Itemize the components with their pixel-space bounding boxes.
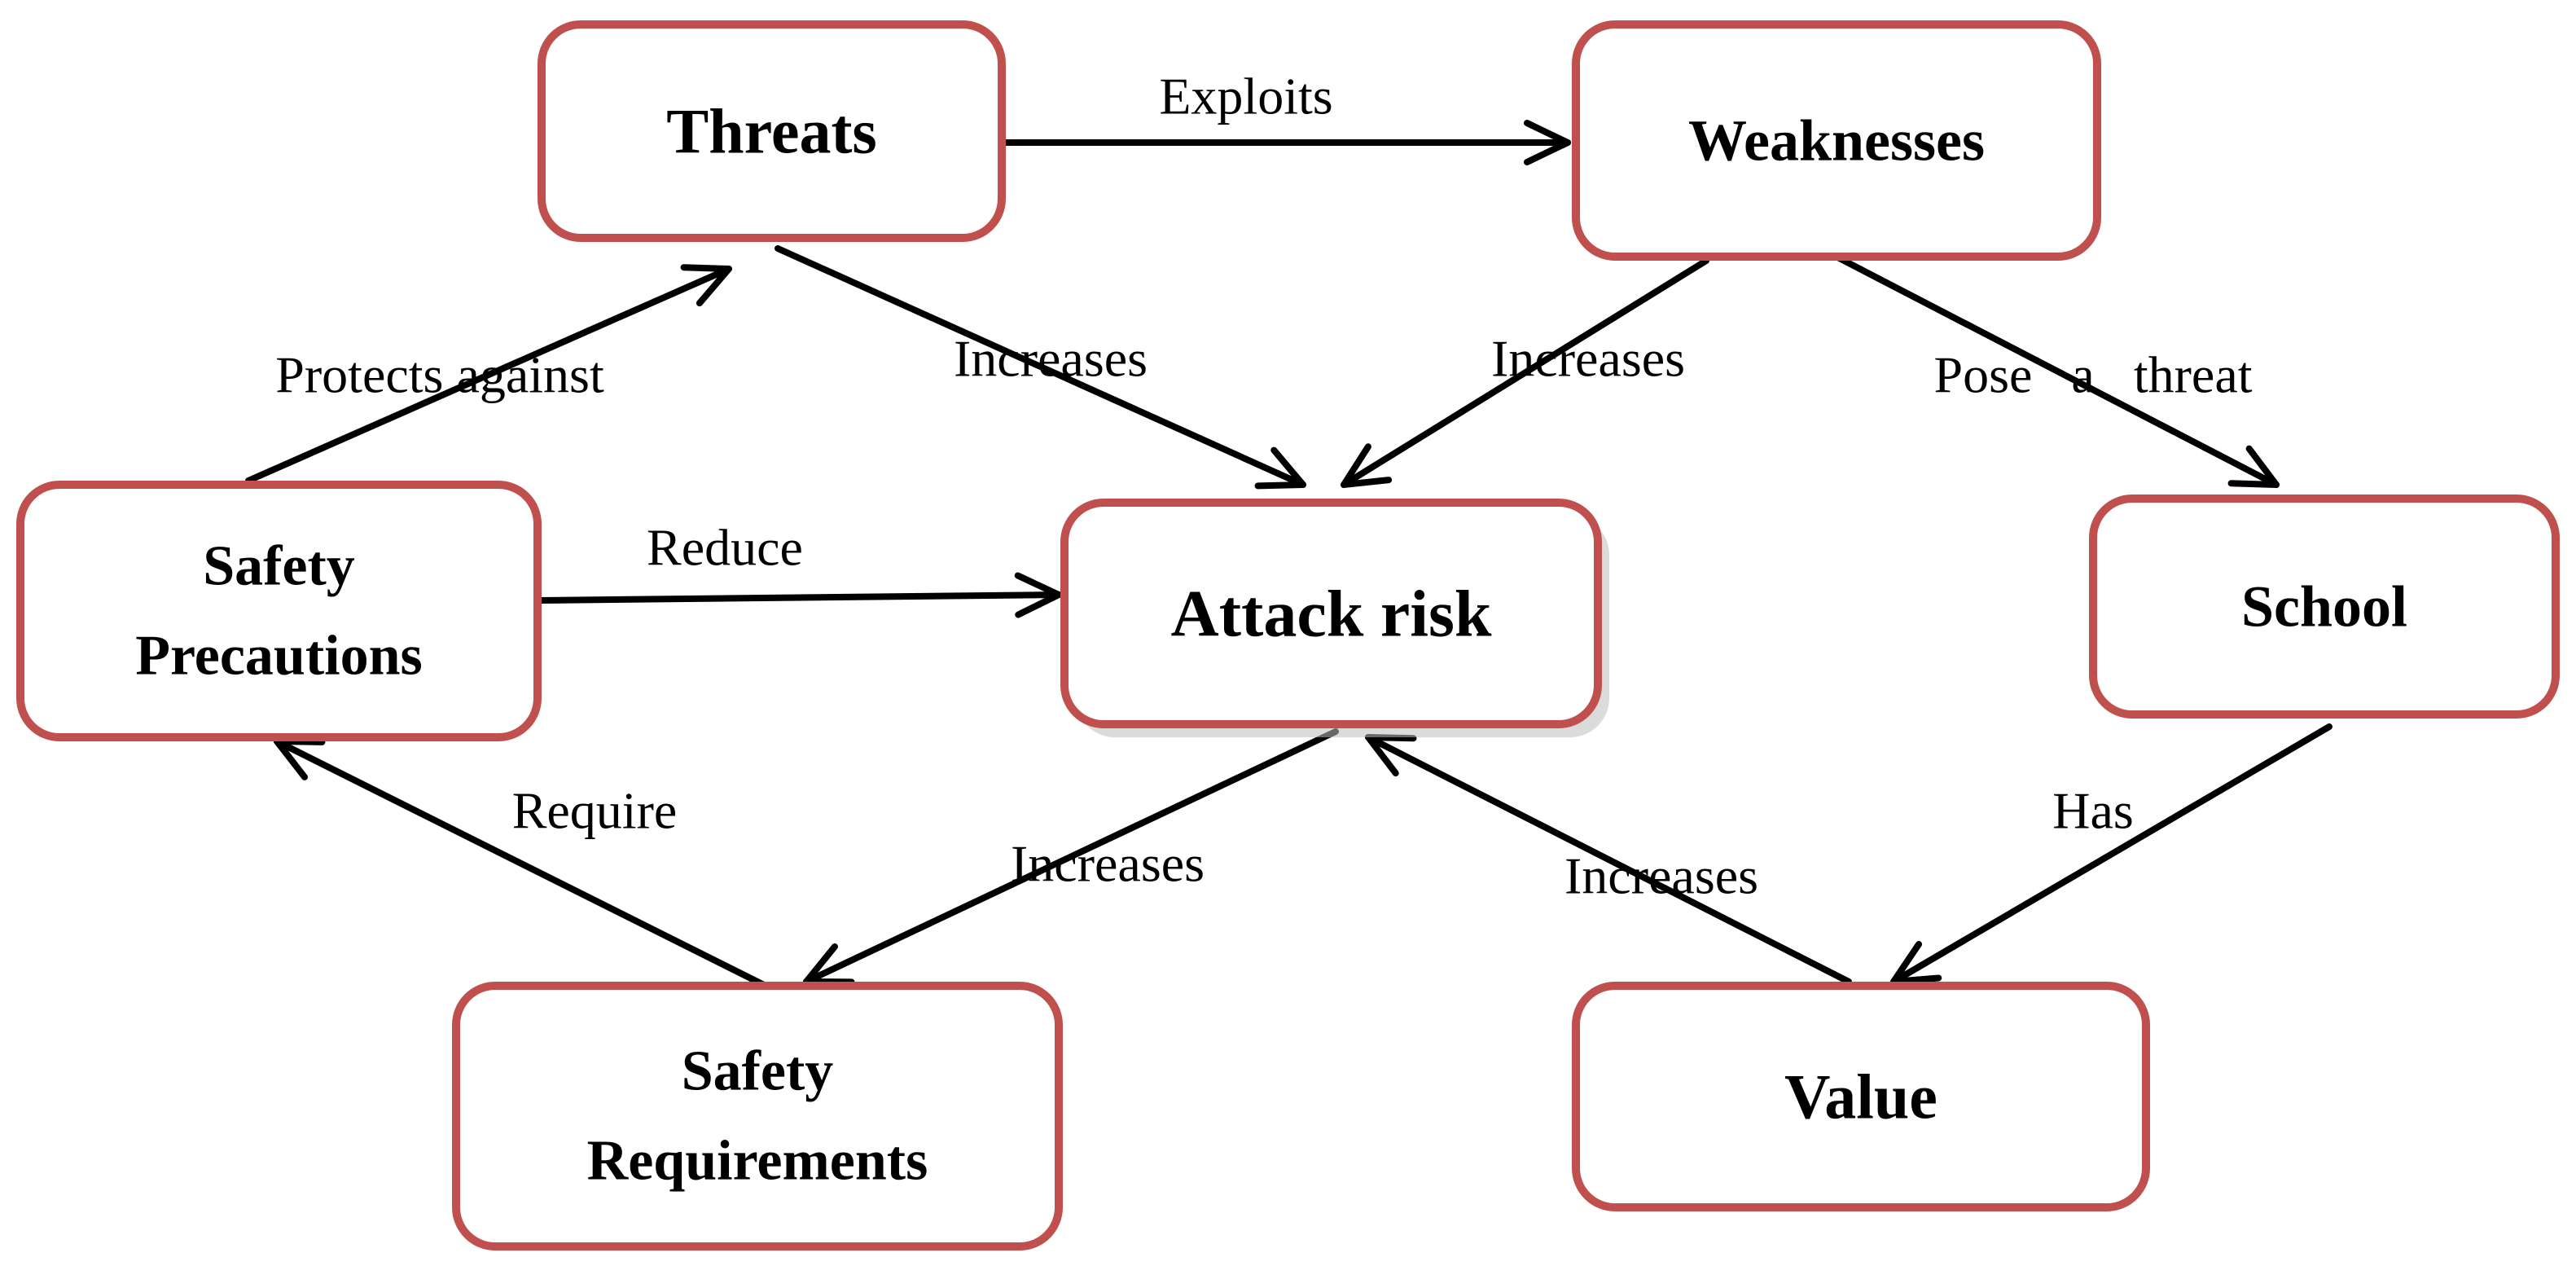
edge-pose-a-threat xyxy=(1825,249,2280,488)
edge-line-has xyxy=(1890,723,2332,985)
edge-label-has: Has xyxy=(2052,782,2134,840)
edge-reduce xyxy=(538,572,1062,618)
node-label: Requirements xyxy=(587,1130,928,1193)
node-label: Precautions xyxy=(135,625,423,688)
edge-exploits xyxy=(1000,120,1571,165)
edge-has xyxy=(1890,723,2332,985)
edge-line-reduce xyxy=(538,591,1062,604)
edge-threats-increases xyxy=(775,245,1306,490)
node-threats: Threats xyxy=(538,20,1006,242)
edge-line-require xyxy=(274,738,769,989)
node-box xyxy=(538,20,1006,242)
node-label: Weaknesses xyxy=(1688,108,1985,174)
edge-line-threats-increases xyxy=(775,245,1306,488)
edges-layer xyxy=(245,120,2332,989)
edge-label-risk-increases-requirements: Increases xyxy=(1011,835,1205,893)
node-label: Attack risk xyxy=(1170,577,1491,651)
arrowhead-icon xyxy=(680,264,732,307)
edge-label-value-increases: Increases xyxy=(1564,847,1758,905)
node-label: Threats xyxy=(666,96,877,167)
node-attack-risk: Attack risk xyxy=(1060,499,1609,737)
node-label: Value xyxy=(1784,1062,1937,1132)
node-box xyxy=(2089,495,2560,719)
node-box xyxy=(16,481,542,741)
edge-line-protects-against xyxy=(245,266,732,484)
edge-line-weaknesses-increases xyxy=(1341,257,1709,488)
edge-label-threats-increases: Increases xyxy=(954,330,1148,388)
node-weaknesses: Weaknesses xyxy=(1572,20,2101,261)
edge-label-reduce: Reduce xyxy=(647,519,803,577)
node-box xyxy=(452,982,1063,1251)
edge-require xyxy=(274,738,769,989)
node-box xyxy=(1572,982,2150,1211)
node-school: School xyxy=(2089,495,2560,719)
edge-line-value-increases xyxy=(1365,734,1852,985)
edge-label-pose-a-threat: Pose a threat xyxy=(1934,346,2253,404)
node-label: Safety xyxy=(203,535,355,598)
edge-label-weaknesses-increases: Increases xyxy=(1491,330,1685,388)
node-label: School xyxy=(2241,574,2407,640)
edge-protects-against xyxy=(245,264,732,484)
edge-line-risk-increases-requirements xyxy=(803,728,1339,985)
node-label: Safety xyxy=(682,1040,834,1103)
arrowhead-icon xyxy=(2227,445,2280,488)
arrowhead-icon xyxy=(1014,572,1062,618)
edge-label-protects-against: Protects against xyxy=(275,346,604,404)
edge-label-require: Require xyxy=(512,782,678,840)
arrowhead-icon xyxy=(1524,120,1571,165)
arrowhead-icon xyxy=(1254,446,1306,490)
edge-label-exploits: Exploits xyxy=(1159,68,1332,125)
node-box xyxy=(1060,499,1602,728)
arrowhead-icon xyxy=(1341,443,1393,488)
node-value: Value xyxy=(1572,982,2150,1211)
edge-line-pose-a-threat xyxy=(1825,249,2280,488)
edge-weaknesses-increases xyxy=(1341,257,1709,488)
node-box xyxy=(1572,20,2101,261)
